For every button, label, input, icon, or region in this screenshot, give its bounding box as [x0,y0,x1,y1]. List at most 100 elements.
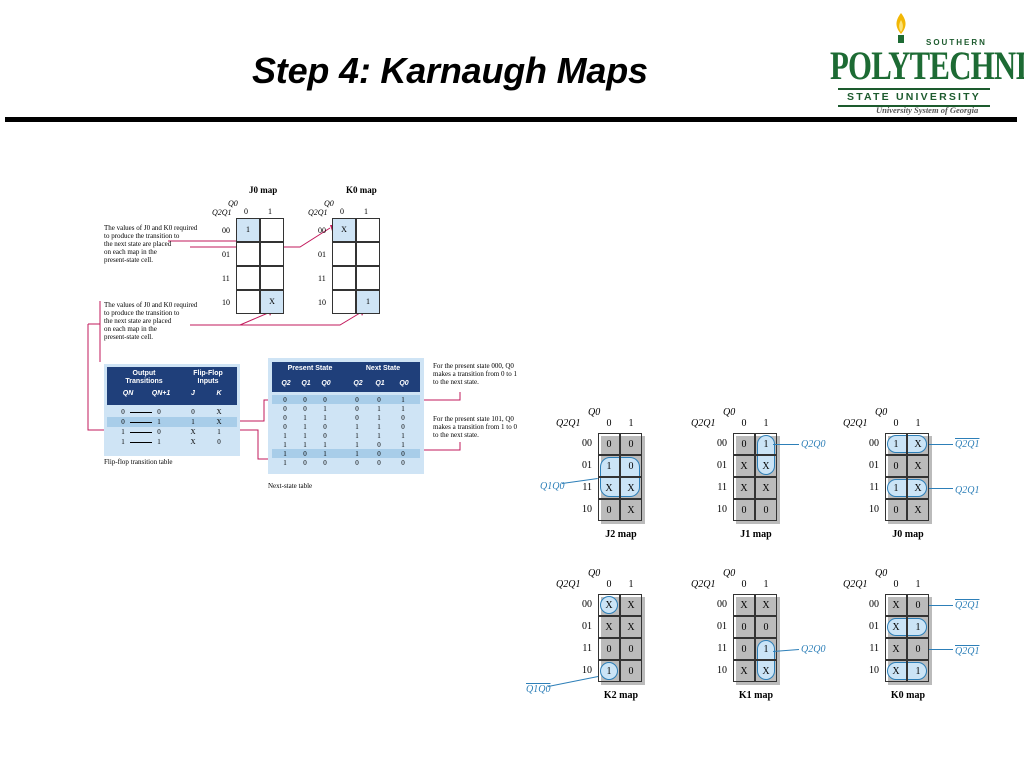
note-2: The values of J0 and K0 required to prod… [104,301,198,341]
kmap-caption: K0 map [890,690,926,701]
kmap-col-var: Q0 [723,568,736,579]
kmap-col-label: 1 [763,418,769,429]
nst-cell: 1 [303,441,307,449]
k0-row-label: 00 [318,226,326,235]
kmap-col-label: 0 [606,418,612,429]
k0-cell [356,242,380,266]
kmap-cell: X [907,499,929,521]
nst-cell: 0 [283,405,287,413]
nst-cell: 1 [401,405,405,413]
kmap-col-label: 0 [606,579,612,590]
ftt-sub-k: K [216,390,222,397]
j0-row-label: 00 [222,226,230,235]
arrow-icon [130,442,152,443]
ftt-cell: 0 [217,438,221,446]
nst-cell: 0 [377,396,381,404]
kmap-col-var: Q0 [723,407,736,418]
kmap-row-label: 00 [582,599,592,610]
kmap-cell: 0 [620,660,642,682]
kmap-cell: 1 [907,660,929,682]
nst-cell: 0 [303,396,307,404]
kmap-caption: K1 map [738,690,774,701]
kmap-row-var: Q2Q1 [843,418,868,429]
kmap-row-label: 01 [582,460,592,471]
ftt-cell: X [216,418,222,426]
nst-cell: 1 [355,432,359,440]
k0-cell [332,242,356,266]
kmap-row-label: 00 [717,438,727,449]
kmap-term: Q2Q0 [801,439,826,450]
nst-cell: 1 [283,459,287,467]
kmap-row-label: 01 [717,460,727,471]
kmap-cell: X [885,660,907,682]
kmap-cell: X [755,477,777,499]
logo-polytechnic: POLYTECHNIC [830,43,1024,88]
nst-cell: 1 [355,423,359,431]
ftt-cell: X [190,428,196,436]
arrow-line [929,488,953,489]
ftt-cell: 0 [157,428,161,436]
kmap-cell: X [733,660,755,682]
nst-cell: 1 [401,396,405,404]
kmap-cell: X [755,455,777,477]
kmap-cell: 0 [733,638,755,660]
kmap-cell: X [907,455,929,477]
k0-col-label: 1 [364,207,368,216]
nst-sub-header: Q2 [353,380,363,387]
kmap-row-var: Q2Q1 [556,579,581,590]
k0-cell [356,266,380,290]
k0-row-var: Q2Q1 [308,208,328,217]
ftt-caption: Flip-flop transition table [104,458,173,466]
arrow-line [929,649,953,650]
j0-cell [236,266,260,290]
logo-southern: SOUTHERN [926,38,987,47]
k0-col-label: 0 [340,207,344,216]
kmap-row-label: 01 [869,460,879,471]
nst-cell: 1 [283,450,287,458]
kmap-col-label: 1 [915,579,921,590]
k0-cell [332,266,356,290]
kmap-row-label: 11 [582,643,592,654]
kmap-cell: 0 [620,455,642,477]
j0-row-label: 01 [222,250,230,259]
kmap-cell: X [620,477,642,499]
nst-cell: 1 [377,414,381,422]
nst-cell: 1 [283,441,287,449]
ftt-cell: X [190,438,196,446]
j0-row-var: Q2Q1 [212,208,232,217]
kmap-row-label: 01 [717,621,727,632]
nst-header [272,362,420,392]
kmap-row-label: 10 [717,504,727,515]
nst-cell: 0 [355,405,359,413]
kmap-cell: X [885,638,907,660]
j0-row-label: 11 [222,274,230,283]
logo-usg: University System of Georgia [876,105,979,115]
kmap-cell: X [598,616,620,638]
nst-cell: 0 [323,396,327,404]
nst-cell: 0 [355,459,359,467]
nst-cell: 0 [355,414,359,422]
k0-row-label: 01 [318,250,326,259]
kmap-term: Q2Q1 [955,485,980,496]
j0-map-caption: J0 map [249,185,278,195]
k0-row-label: 11 [318,274,326,283]
k0-col-var: Q0 [324,199,334,208]
kmap-cell: X [620,594,642,616]
nst-cell: 1 [303,432,307,440]
ftt-cell: X [216,408,222,416]
kmap-term: Q2Q1 [955,600,980,611]
kmap-cell: 1 [755,638,777,660]
nst-cell: 0 [283,423,287,431]
k0-cell: 1 [356,290,380,314]
kmap-row-label: 10 [582,504,592,515]
kmap-cell: 1 [885,433,907,455]
nst-cell: 0 [401,423,405,431]
j0-cell [236,290,260,314]
j0-col-label: 1 [268,207,272,216]
kmap-cell: 0 [885,499,907,521]
kmap-row-label: 00 [869,599,879,610]
kmap-caption: J1 map [740,529,772,540]
ftt-sub-qn: QN [122,390,134,397]
nst-cell: 1 [401,441,405,449]
